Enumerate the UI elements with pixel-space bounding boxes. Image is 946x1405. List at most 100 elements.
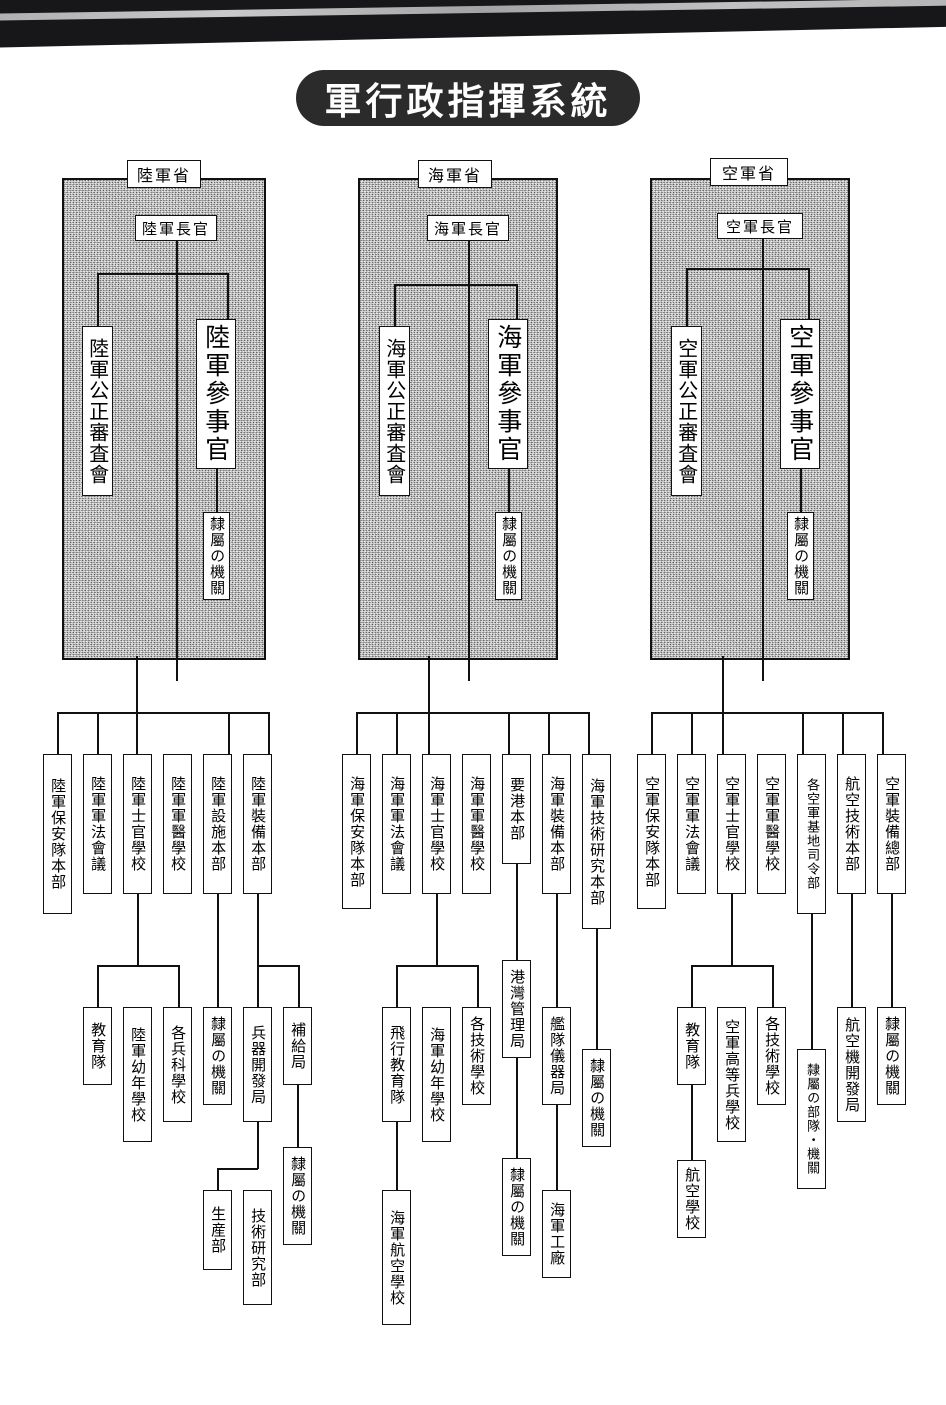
navy-l3-drop-a2 [477, 965, 479, 1007]
army-l3-label-3: 隸屬の機關 [209, 1016, 228, 1096]
army-l2-box-0[interactable]: 陸軍保安隊本部 [43, 754, 72, 914]
navy-l2-box-1[interactable]: 海軍軍法會議 [382, 754, 411, 894]
airforce-l3-stem-b [811, 914, 813, 1049]
airforce-l3-drop-a2 [772, 965, 774, 1007]
army-l3-box-0[interactable]: 教育隊 [83, 1007, 112, 1085]
airforce-l3-box-2[interactable]: 各技術學校 [757, 1007, 786, 1105]
airforce-counselor-label: 空軍參事官 [785, 324, 815, 464]
airforce-l3-box-0[interactable]: 教育隊 [677, 1007, 706, 1085]
navy-l3-box-2[interactable]: 各技術學校 [462, 1007, 491, 1105]
navy-board-drop [394, 284, 396, 326]
navy-l2-left-bar [356, 712, 429, 714]
airforce-l2-label-2: 空軍士官學校 [723, 776, 742, 872]
navy-l4-stem-b [516, 1058, 518, 1158]
navy-l2-box-3[interactable]: 海軍軍醫學校 [462, 754, 491, 894]
airforce-l3-stem-c [851, 894, 853, 1007]
navy-l3-label-5: 隸屬の機關 [588, 1058, 607, 1138]
airforce-chief-label: 空軍長官 [725, 217, 794, 236]
airforce-l2-box-2[interactable]: 空軍士官學校 [717, 754, 746, 894]
navy-chief-box[interactable]: 海軍長官 [427, 215, 509, 241]
airforce-review-board-box[interactable]: 空軍公正審査會 [671, 326, 702, 496]
airforce-review-board-label: 空軍公正審査會 [674, 337, 699, 485]
army-chief-box[interactable]: 陸軍長官 [135, 215, 217, 241]
army-l3-box-2[interactable]: 各兵科學校 [163, 1007, 192, 1122]
army-counselor-label: 陸軍參事官 [201, 324, 231, 464]
airforce-l2-box-5[interactable]: 航空技術本部 [837, 754, 866, 894]
navy-ministry-box[interactable]: 海軍省 [418, 160, 492, 188]
army-l3-box-4[interactable]: 兵器開發局 [243, 1007, 272, 1122]
navy-l4-box-1[interactable]: 隸屬の機關 [502, 1158, 531, 1256]
army-l4-box-2[interactable]: 隸屬の機關 [283, 1147, 312, 1245]
army-l2-box-3[interactable]: 陸軍軍醫學校 [163, 754, 192, 894]
airforce-l3-box-4[interactable]: 航空機開發局 [837, 1007, 866, 1122]
army-counselor-child-box[interactable]: 隸屬の機關 [203, 512, 230, 600]
airforce-l2-right-drop-1 [722, 712, 724, 754]
navy-l3-box-3[interactable]: 港灣管理局 [502, 960, 531, 1058]
airforce-l2-left-stem [722, 656, 724, 713]
army-l3-box-3[interactable]: 隸屬の機關 [203, 1007, 232, 1105]
navy-review-board-box[interactable]: 海軍公正審査會 [379, 326, 410, 496]
army-review-board-box[interactable]: 陸軍公正審査會 [82, 326, 113, 496]
army-l3-bar-c [257, 965, 298, 967]
navy-l4-label-2: 海軍工廠 [548, 1202, 567, 1266]
navy-l3-stem-d [596, 929, 598, 1049]
airforce-l2-box-0[interactable]: 空軍保安隊本部 [637, 754, 666, 909]
navy-l2-box-6[interactable]: 海軍技術研究本部 [582, 754, 611, 929]
airforce-l3-box-5[interactable]: 隸屬の機關 [877, 1007, 906, 1105]
airforce-l2-box-1[interactable]: 空軍軍法會議 [677, 754, 706, 894]
airforce-l2-box-4[interactable]: 各空軍基地司令部 [797, 754, 826, 914]
army-l4-stem [257, 1122, 259, 1169]
page-title-text: 軍行政指揮系統 [324, 79, 612, 123]
navy-l3-box-0[interactable]: 飛行教育隊 [382, 1007, 411, 1122]
army-l2-label-3: 陸軍軍醫學校 [169, 776, 188, 872]
navy-review-board-label: 海軍公正審査會 [382, 337, 407, 485]
navy-l3-stem-c [556, 894, 558, 1007]
army-l2-right-drop-2 [268, 712, 270, 754]
navy-l2-box-4[interactable]: 要港本部 [502, 754, 531, 864]
airforce-counselor-child-box[interactable]: 隸屬の機關 [787, 512, 814, 600]
navy-l2-box-0[interactable]: 海軍保安隊本部 [342, 754, 371, 909]
airforce-l2-box-3[interactable]: 空軍軍醫學校 [757, 754, 786, 894]
army-l4-box-0[interactable]: 生産部 [203, 1190, 232, 1270]
airforce-counselor-drop [808, 268, 810, 319]
army-l4-box-1[interactable]: 技術研究部 [243, 1190, 272, 1305]
army-l2-box-5[interactable]: 陸軍裝備本部 [243, 754, 272, 894]
navy-l3-drop-a1 [396, 965, 398, 1007]
army-ministry-box[interactable]: 陸軍省 [127, 160, 201, 188]
navy-l2-box-2[interactable]: 海軍士官學校 [422, 754, 451, 894]
army-l3-stem-b [217, 894, 219, 1007]
airforce-l3-box-1[interactable]: 空軍高等兵學校 [717, 1007, 746, 1142]
army-l2-right-bar [136, 712, 268, 714]
navy-l3-box-1[interactable]: 海軍幼年學校 [422, 1007, 451, 1142]
airforce-ministry-box[interactable]: 空軍省 [710, 158, 788, 186]
army-l3-box-5[interactable]: 補給局 [283, 1007, 312, 1085]
airforce-l4-label-0: 航空學校 [683, 1167, 702, 1231]
army-l3-label-4: 兵器開發局 [249, 1024, 268, 1105]
airforce-counselor-box[interactable]: 空軍參事官 [780, 319, 820, 469]
army-l2-box-4[interactable]: 陸軍設施本部 [203, 754, 232, 894]
army-counselor-box[interactable]: 陸軍參事官 [196, 319, 236, 469]
army-l3-box-1[interactable]: 陸軍幼年學校 [123, 1007, 152, 1142]
army-l2-box-1[interactable]: 陸軍軍法會議 [83, 754, 112, 894]
navy-l4-box-0[interactable]: 海軍航空學校 [382, 1190, 411, 1325]
airforce-chief-box[interactable]: 空軍長官 [717, 213, 803, 239]
navy-l3-box-5[interactable]: 隸屬の機關 [582, 1049, 611, 1147]
airforce-l3-box-3[interactable]: 隸屬の部隊・機關 [797, 1049, 826, 1189]
airforce-l2-right-drop-3 [842, 712, 844, 754]
army-l2-box-2[interactable]: 陸軍士官學校 [123, 754, 152, 894]
airforce-l4-stem [691, 1085, 693, 1160]
airforce-l2-box-6[interactable]: 空軍裝備總部 [877, 754, 906, 894]
army-l4-label-1: 技術研究部 [249, 1207, 268, 1288]
navy-l4-box-2[interactable]: 海軍工廠 [542, 1190, 571, 1278]
navy-l3-label-0: 飛行教育隊 [388, 1024, 407, 1105]
navy-l3-box-4[interactable]: 艦隊儀器局 [542, 1007, 571, 1105]
navy-l2-label-0: 海軍保安隊本部 [348, 775, 367, 888]
airforce-l3-bar-a [691, 965, 772, 967]
airforce-l4-box-0[interactable]: 航空學校 [677, 1160, 706, 1238]
army-chief-label: 陸軍長官 [141, 219, 210, 238]
navy-counselor-child-box[interactable]: 隸屬の機關 [495, 512, 522, 600]
airforce-l2-right-drop-2 [802, 712, 804, 754]
navy-l2-box-5[interactable]: 海軍裝備本部 [542, 754, 571, 894]
navy-counselor-box[interactable]: 海軍參事官 [488, 319, 528, 469]
army-counselor-drop [227, 273, 229, 319]
